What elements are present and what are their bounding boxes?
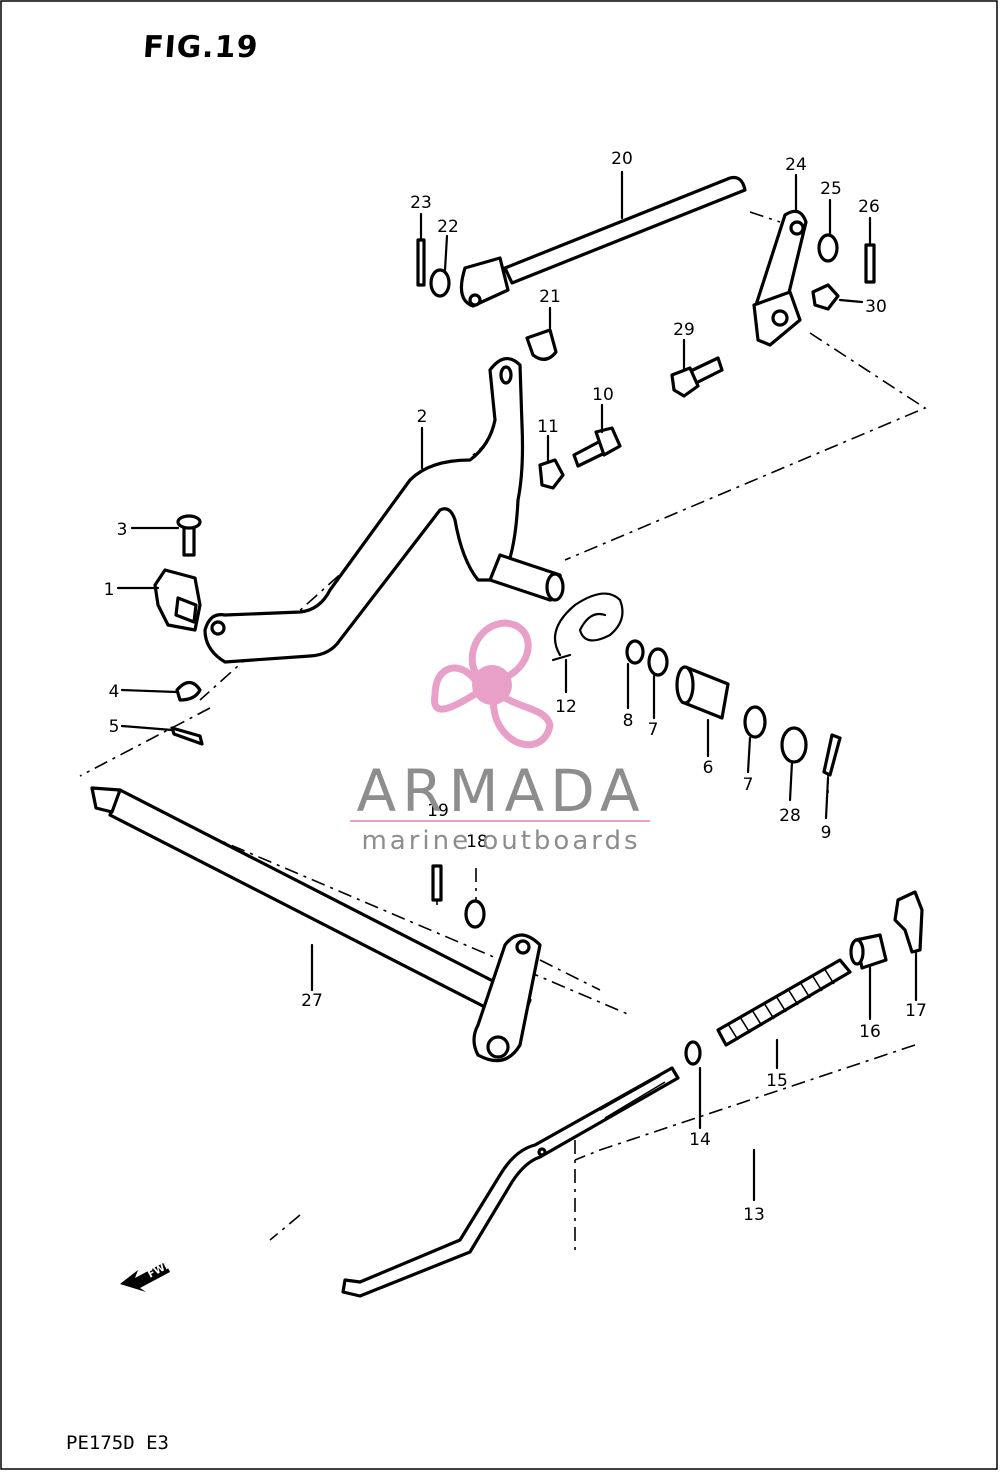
callout-10: 10 bbox=[592, 385, 614, 405]
part-14-washer bbox=[684, 1040, 702, 1066]
callout-13: 13 bbox=[743, 1205, 765, 1225]
hardware-left bbox=[153, 514, 204, 746]
hardware-mid bbox=[431, 864, 486, 929]
figure-title: FIG.19 bbox=[141, 30, 260, 65]
part-23-bolt bbox=[416, 238, 426, 287]
callout-25: 25 bbox=[820, 179, 842, 199]
part-21-collar bbox=[525, 328, 558, 361]
part-22-washer bbox=[429, 268, 451, 298]
callout-28: 28 bbox=[779, 806, 801, 826]
callout-22: 22 bbox=[437, 217, 459, 237]
part-11-nut bbox=[538, 458, 565, 490]
callout-labels: 20 24 25 26 23 22 21 30 29 2 10 11 3 1 1… bbox=[104, 149, 927, 1225]
part-9-pin bbox=[822, 733, 842, 777]
watermark-divider bbox=[350, 820, 650, 822]
part-17-wing-nut bbox=[893, 890, 924, 954]
part-18-washer bbox=[464, 899, 486, 929]
hardware-top bbox=[416, 233, 876, 490]
callout-21: 21 bbox=[539, 287, 561, 307]
callout-7b: 7 bbox=[743, 775, 754, 795]
watermark-tagline: marine outboards bbox=[361, 826, 641, 856]
fwd-label: FWD bbox=[146, 1259, 174, 1281]
leader-lines bbox=[116, 170, 918, 1202]
propeller-logo bbox=[431, 619, 554, 749]
callout-26: 26 bbox=[858, 197, 880, 217]
hardware-right-low bbox=[684, 890, 924, 1066]
callout-3: 3 bbox=[117, 520, 128, 540]
part-25-washer bbox=[817, 233, 839, 263]
part-13-shift-rod bbox=[341, 1066, 680, 1298]
callout-5: 5 bbox=[109, 717, 120, 737]
callout-16: 16 bbox=[859, 1022, 881, 1042]
part-4-spring bbox=[175, 680, 202, 702]
callout-23: 23 bbox=[410, 193, 432, 213]
callout-29: 29 bbox=[673, 320, 695, 340]
part-12-spring bbox=[551, 592, 624, 662]
callout-20: 20 bbox=[611, 149, 633, 169]
callout-12: 12 bbox=[555, 697, 577, 717]
callout-9: 9 bbox=[821, 823, 832, 843]
callout-27: 27 bbox=[301, 991, 323, 1011]
figure-code: PE175D E3 bbox=[66, 1432, 169, 1454]
callout-17: 17 bbox=[905, 1001, 927, 1021]
callout-14: 14 bbox=[689, 1130, 711, 1150]
callout-11: 11 bbox=[537, 417, 559, 437]
callout-30: 30 bbox=[865, 297, 887, 317]
part-5-cotter-pin bbox=[170, 726, 204, 746]
callout-6: 6 bbox=[703, 758, 714, 778]
part-24-lever-arm bbox=[752, 209, 808, 347]
callout-7a: 7 bbox=[648, 720, 659, 740]
callout-19: 19 bbox=[427, 801, 449, 821]
part-19-pin bbox=[431, 864, 443, 902]
callout-8: 8 bbox=[623, 711, 634, 731]
part-20-link-rod bbox=[459, 175, 747, 308]
callout-18: 18 bbox=[466, 832, 488, 852]
callout-1: 1 bbox=[104, 580, 115, 600]
part-7-ring bbox=[647, 647, 669, 677]
part-7-ring-b bbox=[743, 705, 767, 739]
part-2-bracket-lever bbox=[203, 357, 565, 664]
part-8-washer bbox=[625, 639, 645, 665]
part-26-pin bbox=[864, 243, 876, 284]
shaft-hardware bbox=[625, 639, 842, 777]
callout-15: 15 bbox=[766, 1071, 788, 1091]
callout-24: 24 bbox=[785, 155, 807, 175]
watermark-brand-name: ARMADA bbox=[356, 757, 646, 825]
part-30-nut bbox=[811, 283, 840, 311]
fwd-arrow: FWD bbox=[120, 1259, 175, 1292]
part-27-shaft bbox=[90, 786, 542, 1063]
part-28-washer bbox=[780, 726, 808, 764]
part-15-coil-spring bbox=[716, 958, 852, 1047]
callout-4: 4 bbox=[109, 682, 120, 702]
callout-2: 2 bbox=[417, 407, 428, 427]
